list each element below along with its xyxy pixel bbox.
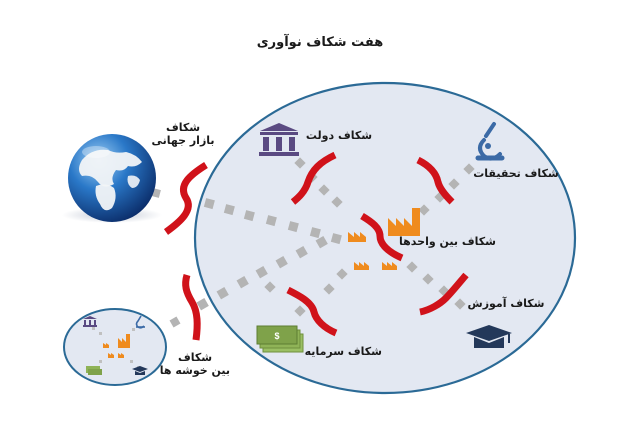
label-research: شکاف تحقیقات xyxy=(473,167,559,180)
main-cluster-ellipse xyxy=(193,81,577,395)
gap-marker-education xyxy=(419,272,469,316)
government-building-icon xyxy=(259,123,299,156)
label-inter-cluster-line2: بین خوشه ها xyxy=(159,363,230,377)
graduation-cap-icon xyxy=(466,325,512,348)
gap-marker-research xyxy=(416,156,455,205)
label-capital: شکاف سرمایه xyxy=(304,345,382,358)
factory-icon xyxy=(348,208,420,270)
label-global-market: شکاف بازار جهانی xyxy=(148,121,218,147)
label-global-market-line1: شکاف xyxy=(165,121,201,134)
gap-marker-capital xyxy=(286,286,338,337)
gap-marker-inter-cluster xyxy=(182,273,201,341)
label-global-market-line2: بازار جهانی xyxy=(151,133,215,147)
label-education: شکاف آموزش xyxy=(467,297,545,310)
mini-cluster-icons xyxy=(83,315,148,375)
label-inter-cluster: شکاف بین خوشه ها xyxy=(159,351,230,377)
label-government: شکاف دولت xyxy=(305,129,373,142)
connection-dots xyxy=(92,157,475,369)
gap-markers xyxy=(163,151,469,341)
gap-marker-global-market xyxy=(163,162,208,235)
label-inter-unit: شکاف بین واحدها xyxy=(399,235,496,248)
small-cluster-ellipse xyxy=(63,308,167,386)
diagram-title: هفت شکاف نوآوری xyxy=(256,35,384,50)
microscope-icon xyxy=(475,122,505,161)
label-inter-cluster-line1: شکاف xyxy=(177,351,213,364)
globe-icon xyxy=(62,134,162,223)
gap-marker-inter-unit xyxy=(360,212,404,262)
money-stack-icon: $ xyxy=(256,325,304,353)
svg-text:$: $ xyxy=(274,331,279,341)
gap-marker-government xyxy=(290,151,337,205)
